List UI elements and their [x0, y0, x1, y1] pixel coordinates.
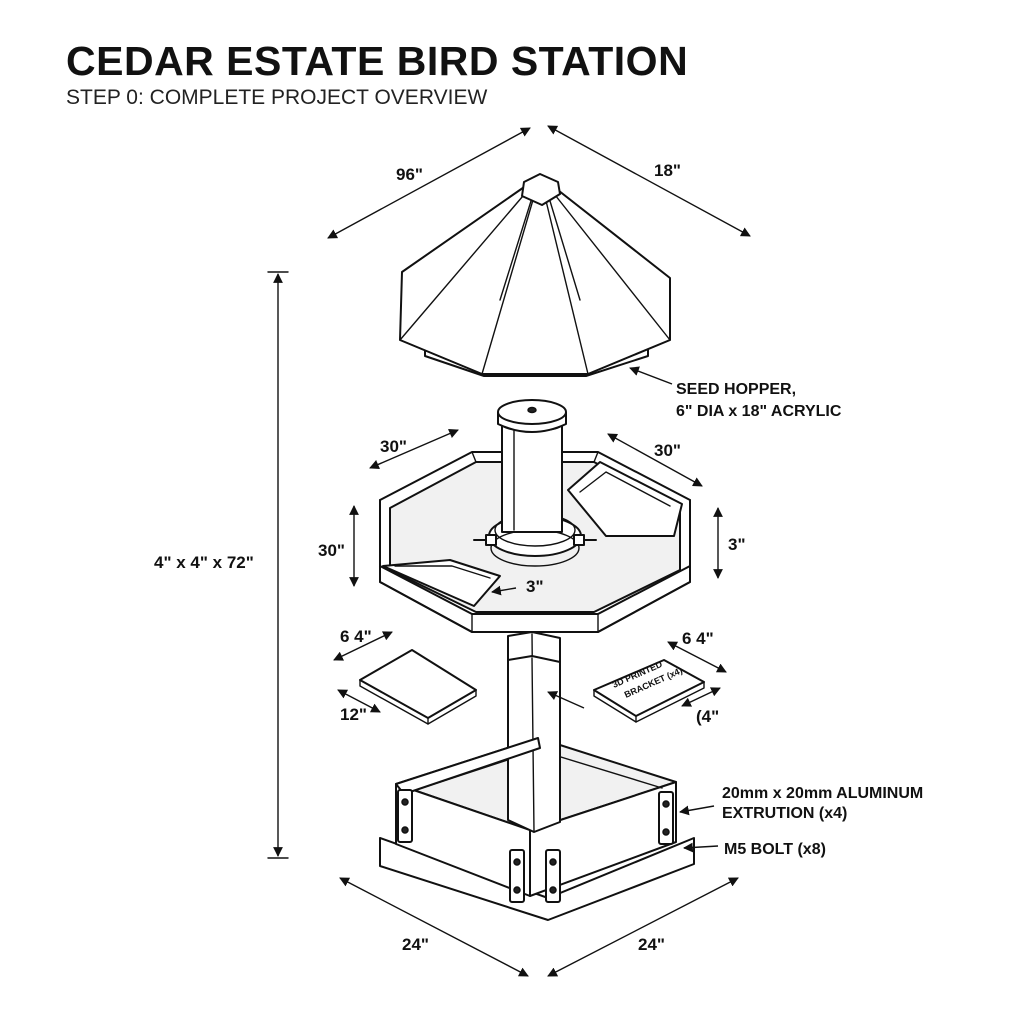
callout-hopper-line2: 6" DIA x 18" ACRYLIC: [676, 403, 842, 420]
dim-panel-right-bottom: (4": [696, 707, 719, 726]
loose-panel-left: [359, 649, 477, 725]
printed-bracket-panel: 3D PRINTED BRACKET (x4): [593, 659, 705, 723]
base: [379, 655, 695, 921]
dim-panel-left-bottom: 12": [340, 705, 367, 724]
dim-overall-height: 4" x 4" x 72": [154, 553, 254, 572]
dimension-lines: [267, 125, 751, 977]
callout-extrusion-line2: EXTRUTION (x4): [722, 805, 847, 822]
dim-roof-left: 96": [396, 165, 423, 184]
dim-base-right: 24": [638, 935, 665, 954]
dim-tray-top-right: 30": [654, 441, 681, 460]
dim-panel-left-top: 6 4": [340, 627, 372, 646]
dim-tray-right-height: 3": [728, 535, 746, 554]
callout-extrusion-line1: 20mm x 20mm ALUMINUM: [722, 785, 923, 802]
dim-tray-inner: 3": [526, 577, 544, 596]
page-title: CEDAR ESTATE BIRD STATION: [66, 38, 689, 84]
callout-hopper-line1: SEED HOPPER,: [676, 381, 796, 398]
feeder-tray: [379, 399, 691, 633]
roof: [399, 173, 671, 377]
callout-bolt: M5 BOLT (x8): [724, 841, 826, 858]
dim-panel-right-top: 6 4": [682, 629, 714, 648]
page-subtitle: STEP 0: COMPLETE PROJECT OVERVIEW: [66, 86, 488, 109]
dim-roof-right: 18": [654, 161, 681, 180]
dim-tray-left-height: 30": [318, 541, 345, 560]
dim-tray-top-left: 30": [380, 437, 407, 456]
dim-base-left: 24": [402, 935, 429, 954]
